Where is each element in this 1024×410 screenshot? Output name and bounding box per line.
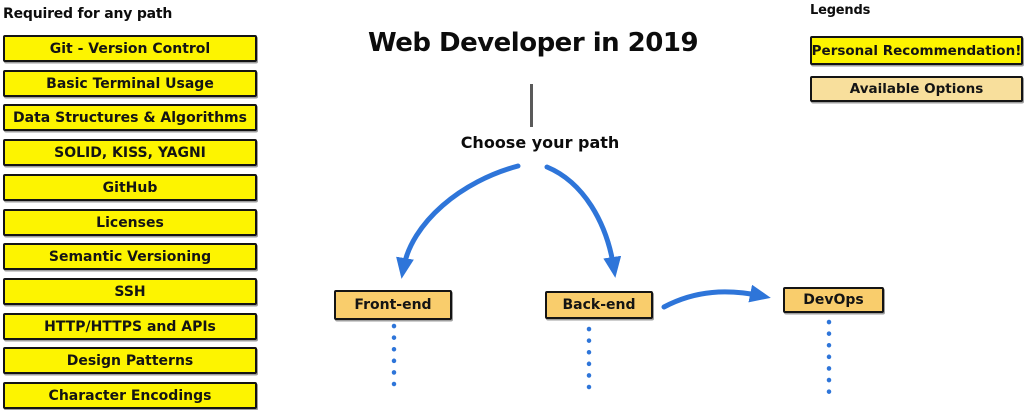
required-item: Character Encodings: [3, 382, 257, 409]
devops-node: DevOps: [783, 287, 884, 313]
front-end-node: Front-end: [334, 290, 452, 320]
required-item: Licenses: [3, 209, 257, 236]
choose-path-label: Choose your path: [460, 133, 620, 152]
legend-available-options: Available Options: [810, 76, 1023, 102]
required-section-heading: Required for any path: [3, 6, 173, 22]
arrow-to-back-end: [544, 164, 622, 278]
required-item: Design Patterns: [3, 347, 257, 374]
arrow-to-front-end: [396, 163, 521, 279]
required-item: Semantic Versioning: [3, 243, 257, 270]
required-item: SOLID, KISS, YAGNI: [3, 139, 257, 166]
arrow-back-end-to-devops: [661, 284, 771, 310]
required-item: Data Structures & Algorithms: [3, 104, 257, 131]
required-item: SSH: [3, 278, 257, 305]
back-end-node: Back-end: [545, 291, 653, 319]
required-item: Basic Terminal Usage: [3, 70, 257, 97]
required-item: Git - Version Control: [3, 35, 257, 62]
legend-personal-recommendation: Personal Recommendation!: [810, 36, 1023, 65]
required-item: HTTP/HTTPS and APIs: [3, 313, 257, 340]
legend-heading: Legends: [810, 3, 871, 18]
page-title: Web Developer in 2019: [367, 28, 699, 58]
required-item: GitHub: [3, 174, 257, 201]
